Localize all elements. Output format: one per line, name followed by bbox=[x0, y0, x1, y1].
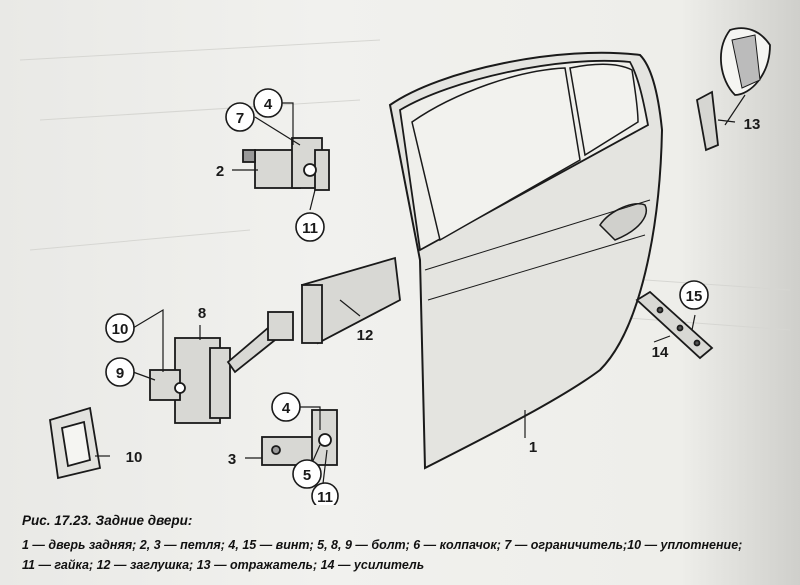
callout-5: 5 bbox=[292, 459, 322, 489]
caption-title: Рис. 17.23. Задние двери: bbox=[22, 513, 193, 528]
svg-text:15: 15 bbox=[686, 288, 703, 305]
svg-text:5: 5 bbox=[303, 467, 311, 484]
plug-part bbox=[300, 256, 401, 345]
callout-9: 10 bbox=[105, 313, 135, 343]
callout-15: 15 bbox=[679, 280, 709, 310]
svg-text:8: 8 bbox=[198, 305, 206, 322]
svg-text:2: 2 bbox=[216, 163, 224, 180]
callout-11-bottom: 11 bbox=[311, 482, 339, 505]
callout-10: 10 bbox=[126, 449, 143, 466]
callout-4-top: 4 bbox=[253, 88, 283, 118]
callout-6: 7 bbox=[225, 102, 255, 132]
svg-text:3: 3 bbox=[228, 451, 236, 468]
callout-8: 9 bbox=[105, 357, 135, 387]
callout-11-top: 11 bbox=[295, 212, 325, 242]
callout-14: 14 bbox=[652, 344, 669, 361]
callout-3: 3 bbox=[228, 451, 236, 468]
callout-4-bottom: 4 bbox=[271, 392, 301, 422]
door-check-part bbox=[149, 311, 294, 424]
svg-text:13: 13 bbox=[744, 116, 761, 133]
svg-text:4: 4 bbox=[264, 96, 273, 113]
caption-legend-line-2: 11 — гайка; 12 — заглушка; 13 — отражате… bbox=[22, 558, 425, 572]
seal-part bbox=[49, 406, 102, 480]
svg-text:7: 7 bbox=[236, 110, 244, 127]
rear-door-exploded-diagram: 4 7 2 11 8 10 9 12 4 bbox=[49, 27, 771, 505]
svg-text:11: 11 bbox=[302, 220, 318, 237]
leader-lines bbox=[95, 102, 736, 493]
rear-door-panel bbox=[388, 51, 664, 470]
callout-13: 13 bbox=[744, 116, 761, 133]
callout-2: 2 bbox=[216, 163, 224, 180]
figure-caption: Рис. 17.23. Задние двери: 1 — дверь задн… bbox=[22, 513, 792, 575]
callout-7: 8 bbox=[198, 305, 206, 322]
callout-12: 12 bbox=[357, 327, 374, 344]
svg-text:9: 9 bbox=[116, 365, 124, 382]
reinforcement-part bbox=[635, 290, 714, 360]
callout-1: 1 bbox=[529, 439, 537, 456]
upper-hinge-part bbox=[242, 137, 330, 191]
svg-text:14: 14 bbox=[652, 344, 669, 361]
caption-legend-line-1: 1 — дверь задняя; 2, 3 — петля; 4, 15 — … bbox=[22, 538, 743, 552]
svg-text:11: 11 bbox=[317, 489, 333, 505]
svg-text:4: 4 bbox=[282, 400, 291, 417]
reflector-part bbox=[695, 27, 771, 152]
svg-text:1: 1 bbox=[529, 439, 537, 456]
svg-text:10: 10 bbox=[126, 449, 143, 466]
svg-text:10: 10 bbox=[112, 321, 129, 338]
svg-text:12: 12 bbox=[357, 327, 374, 344]
